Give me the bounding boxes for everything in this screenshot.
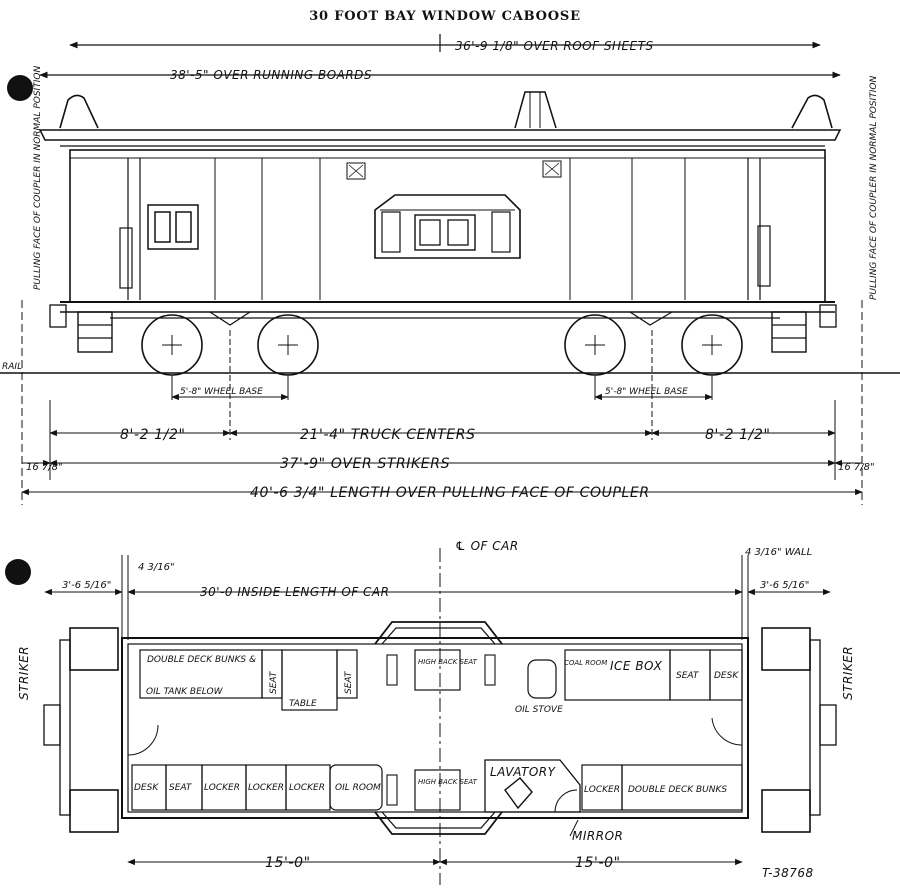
high-back-seat-bottom-label: HIGH BACK SEAT	[418, 778, 478, 786]
oil-room-label: OIL ROOM	[335, 783, 381, 793]
wheel-base-left-label: 5'-8" WHEEL BASE	[180, 387, 263, 397]
over-roof-sheets-label: 36'-9 1/8" OVER ROOF SHEETS	[455, 39, 654, 53]
locker-2-label: LOCKER	[248, 783, 284, 793]
pulling-face-left-label: PULLING FACE OF COUPLER IN NORMAL POSITI…	[33, 66, 43, 290]
seat-c-label: SEAT	[676, 671, 700, 681]
drawing-title: 30 FOOT BAY WINDOW CABOOSE	[309, 9, 581, 24]
plan-labels: ℄ OF CAR 4 3/16" 4 3/16" WALL 3'-6 5/16"…	[17, 539, 855, 880]
oil-tank-below-label: OIL TANK BELOW	[146, 687, 224, 697]
floor-plan	[43, 548, 837, 885]
coal-room-label: COAL ROOM	[564, 659, 607, 667]
length-over-coupler-label: 40'-6 3/4" LENGTH OVER PULLING FACE OF C…	[250, 485, 650, 501]
striker-right-label: 16 7/8"	[838, 462, 875, 473]
overhang-right-label: 8'-2 1/2"	[705, 427, 771, 443]
desk-top-label: DESK	[714, 671, 739, 681]
desk-bottom-label: DESK	[134, 783, 159, 793]
rail-label: RAIL	[2, 362, 22, 372]
centerline-label: ℄ OF CAR	[455, 539, 519, 553]
dim-left-label: 15'-0"	[265, 855, 311, 871]
over-running-boards-label: 38'-5" OVER RUNNING BOARDS	[170, 68, 372, 82]
dim-right-label: 15'-0"	[575, 855, 621, 871]
double-deck-bunks-top-label: DOUBLE DECK BUNKS &	[147, 655, 256, 665]
striker-right-plan-label: STRIKER	[841, 646, 855, 700]
locker-1-label: LOCKER	[204, 783, 240, 793]
striker-left-label: 16 7/8"	[26, 462, 63, 473]
end-right-label: 3'-6 5/16"	[760, 580, 809, 591]
wall-right-label: 4 3/16" WALL	[745, 547, 812, 558]
wall-left-label: 4 3/16"	[138, 562, 175, 573]
truck-centers-label: 21'-4" TRUCK CENTERS	[300, 427, 476, 443]
elevation-labels: 36'-9 1/8" OVER ROOF SHEETS 38'-5" OVER …	[2, 39, 879, 501]
overhang-left-label: 8'-2 1/2"	[120, 427, 186, 443]
locker-3-label: LOCKER	[289, 783, 325, 793]
seat-d-label: SEAT	[169, 783, 193, 793]
binder-hole-bottom	[5, 559, 31, 585]
oil-stove-label: OIL STOVE	[515, 705, 563, 715]
double-deck-bunks-bottom-label: DOUBLE DECK BUNKS	[628, 785, 727, 795]
ice-box-label: ICE BOX	[610, 659, 663, 673]
end-left-label: 3'-6 5/16"	[62, 580, 111, 591]
drawing-number: T-38768	[762, 866, 814, 880]
seat-a-label: SEAT	[269, 670, 279, 694]
table-label: TABLE	[289, 699, 317, 709]
striker-left-plan-label: STRIKER	[17, 646, 31, 700]
lavatory-label: LAVATORY	[490, 765, 557, 779]
pulling-face-right-label: PULLING FACE OF COUPLER IN NORMAL POSITI…	[869, 76, 879, 300]
inside-length-label: 30'-0 INSIDE LENGTH OF CAR	[200, 585, 389, 599]
side-elevation	[0, 34, 900, 505]
mirror-label: MIRROR	[572, 829, 623, 843]
over-strikers-label: 37'-9" OVER STRIKERS	[280, 456, 450, 472]
high-back-seat-top-label: HIGH BACK SEAT	[418, 658, 478, 666]
wheel-base-right-label: 5'-8" WHEEL BASE	[605, 387, 688, 397]
locker-4-label: LOCKER	[584, 785, 620, 795]
binder-hole-top	[7, 75, 33, 101]
seat-b-label: SEAT	[344, 670, 354, 694]
